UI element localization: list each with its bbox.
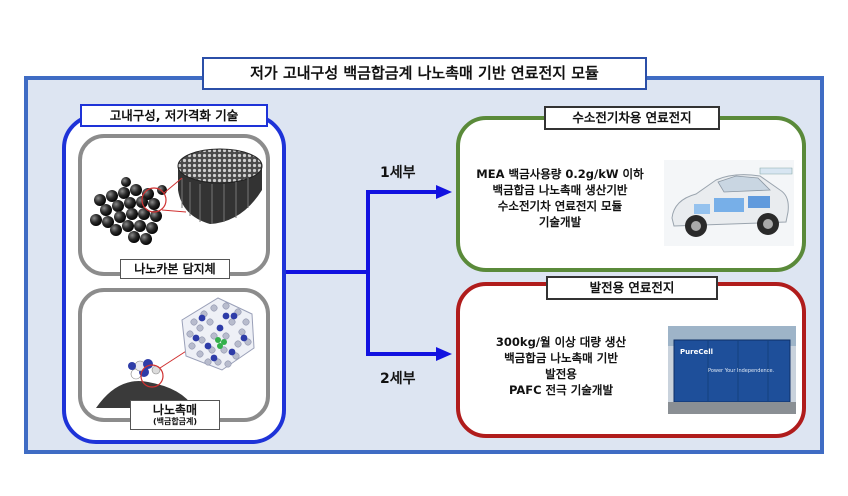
vehicle-line-1: MEA 백금사용량 0.2g/kW 이하 [476,167,644,181]
connector-lower [366,272,436,356]
technology-panel-title: 고내구성, 저가격화 기술 [80,104,268,127]
power-line-4: PAFC 전극 기술개발 [508,383,614,397]
carbon-spheres [90,177,167,245]
nanocatalyst-illustration [96,297,255,408]
branch-label-second: 2세부 [380,371,416,387]
vehicle-fuel-cell-box [456,116,806,272]
power-line-3: 발전용 [545,367,577,381]
connector-upper [366,190,436,272]
arrowhead-lower [436,347,452,361]
branch-label-first: 1세부 [380,165,416,181]
fuel-cell-car-image [664,160,794,246]
vehicle-fuel-cell-title: 수소전기차용 연료전지 [544,106,720,130]
vehicle-line-4: 기술개발 [538,215,582,229]
power-line-2: 백금합금 나노촉매 기반 [504,351,618,365]
power-plant-image: PureCell Power Your Independence. [668,326,796,414]
alloy-lattice [181,297,255,371]
plant-logo-text: PureCell [680,348,713,356]
nanocatalyst-box [78,288,270,422]
vehicle-line-2: 백금합금 나노촉매 생산기반 [492,183,628,197]
vehicle-description: MEA 백금사용량 0.2g/kW 이하 백금합금 나노촉매 생산기반 수소전기… [462,166,658,230]
nanocatalyst-label-sub: (백금합금계) [152,417,198,426]
arrowhead-upper [436,185,452,199]
diagram-title: 저가 고내구성 백금합금계 나노촉매 기반 연료전지 모듈 [202,57,647,90]
vehicle-line-3: 수소전기차 연료전지 모듈 [497,199,623,213]
power-fuel-cell-title: 발전용 연료전지 [546,276,718,300]
nanotube-bundle [177,148,263,224]
plant-slogan-text: Power Your Independence. [708,368,775,374]
power-line-1: 300kg/월 이상 대량 생산 [495,335,627,349]
power-description: 300kg/월 이상 대량 생산 백금합금 나노촉매 기반 발전용 PAFC 전… [468,334,654,398]
carbon-support-label: 나노카본 담지체 [120,259,230,279]
carbon-support-illustration [90,148,263,245]
nanocatalyst-label: 나노촉매 (백금합금계) [130,400,220,430]
nanocatalyst-label-main: 나노촉매 [152,403,198,417]
